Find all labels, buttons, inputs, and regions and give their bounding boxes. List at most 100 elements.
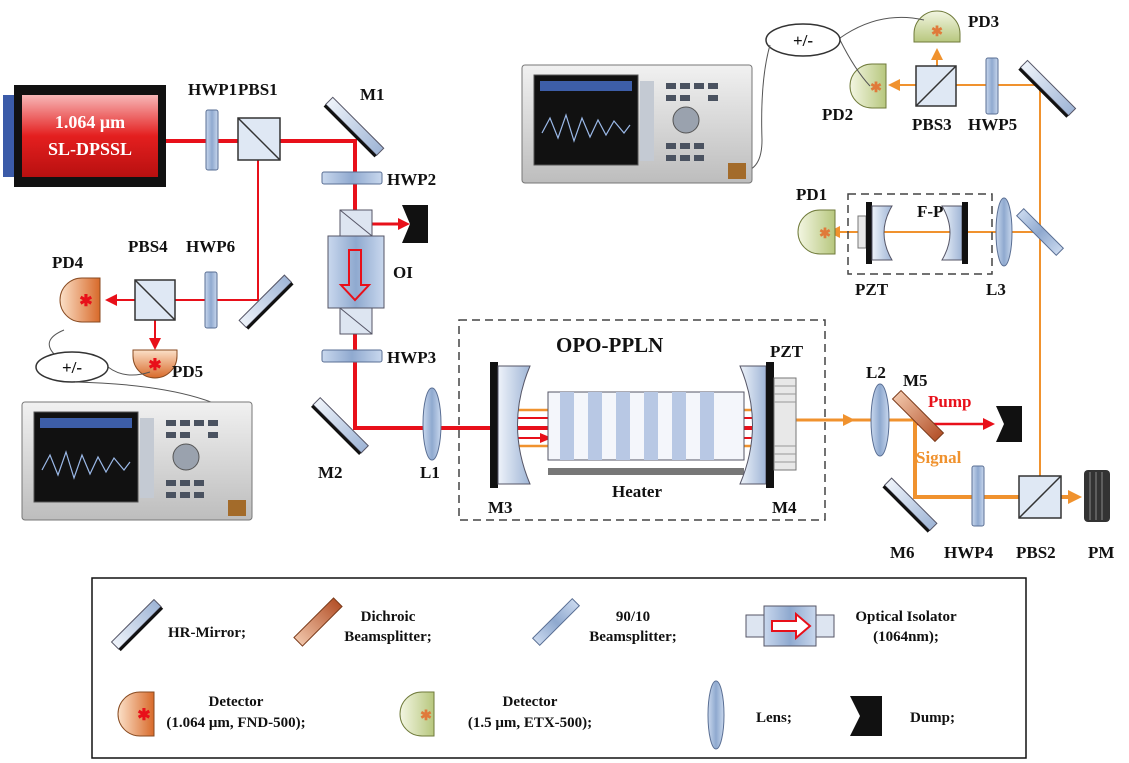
- svg-text:✱: ✱: [931, 25, 943, 40]
- m5-label: M5: [903, 371, 928, 390]
- pd3-label: PD3: [968, 12, 999, 31]
- legend-dump-label: Dump;: [910, 710, 955, 726]
- l1-lens: [422, 387, 442, 461]
- svg-text:✱: ✱: [870, 81, 882, 96]
- legend-hr-mirror-label: HR-Mirror;: [168, 625, 246, 641]
- laser-wavelength-label: 1.064 μm: [55, 112, 125, 132]
- legend-oi-label-1: Optical Isolator: [855, 609, 957, 625]
- pbs3-cube: [915, 65, 957, 107]
- legend-detector-green-icon: ✱: [399, 691, 435, 737]
- hwp1-waveplate: [205, 109, 219, 171]
- svg-text:✱: ✱: [137, 707, 150, 724]
- hwp6-waveplate: [204, 271, 218, 329]
- subtractor-left: +/-: [35, 329, 246, 430]
- l3-lens: [995, 197, 1013, 267]
- m6-mirror: [882, 477, 938, 533]
- opo-enclosure: [458, 319, 826, 521]
- m3-cavity-mirror: [490, 362, 531, 488]
- legend-dichroic-icon: [293, 597, 343, 647]
- m2-mirror: [311, 397, 369, 455]
- legend-box: [91, 577, 1027, 759]
- m4-cavity-mirror: [739, 362, 797, 488]
- m6-label: M6: [890, 543, 915, 562]
- l2-lens: [870, 383, 890, 457]
- legend-oi-label-2: (1064nm);: [873, 629, 939, 645]
- analyzer-left: [21, 401, 253, 521]
- legend-bs-label-1: 90/10: [616, 609, 650, 625]
- hwp2-waveplate: [321, 171, 383, 185]
- legend-dichroic-label-1: Dichroic: [361, 609, 416, 625]
- bs-9010-lower: [1015, 207, 1065, 257]
- pd5-detector: ✱: [132, 349, 178, 379]
- hwp1-label: HWP1: [188, 80, 237, 99]
- dump-oi: [402, 205, 428, 243]
- legend-detector-green-label-2: (1.5 μm, ETX-500);: [468, 715, 592, 731]
- laser-type-label: SL-DPSSL: [48, 139, 132, 159]
- pbs2-label: PBS2: [1016, 543, 1056, 562]
- pbs4-cube: [134, 279, 176, 321]
- legend-dump-icon: [850, 696, 882, 736]
- m3-label: M3: [488, 498, 513, 517]
- m5-dichroic: [891, 389, 945, 443]
- ppln-crystal: [547, 391, 745, 461]
- heater-plate: [548, 468, 744, 475]
- legend-detector-orange-label-1: Detector: [209, 694, 264, 710]
- svg-text:✱: ✱: [148, 357, 161, 374]
- l1-label: L1: [420, 463, 440, 482]
- svg-text:✱: ✱: [79, 293, 92, 310]
- hwp3-label: HWP3: [387, 348, 436, 367]
- pd4-label: PD4: [52, 253, 84, 272]
- subtractor-right: +/-: [741, 16, 925, 173]
- legend-detector-orange-label-2: (1.064 μm, FND-500);: [166, 715, 305, 731]
- pd2-detector: ✱: [849, 63, 887, 109]
- m1-label: M1: [360, 85, 385, 104]
- legend-detector-green-label-1: Detector: [503, 694, 558, 710]
- pd1-label: PD1: [796, 185, 827, 204]
- dump-pump: [996, 406, 1022, 442]
- pd2-label: PD2: [822, 105, 853, 124]
- pbs4-label: PBS4: [128, 237, 168, 256]
- hwp5-waveplate: [985, 57, 999, 115]
- pbs2-cube: [1018, 475, 1062, 519]
- hwp3-waveplate: [321, 349, 383, 363]
- fp-label: F-P: [917, 202, 943, 221]
- pbs3-label: PBS3: [912, 115, 952, 134]
- pbs1-cube: [237, 117, 281, 161]
- l2-label: L2: [866, 363, 886, 382]
- oi-label: OI: [393, 263, 413, 282]
- hwp4-label: HWP4: [944, 543, 994, 562]
- m4-label: M4: [772, 498, 797, 517]
- l3-label: L3: [986, 280, 1006, 299]
- hwp5-label: HWP5: [968, 115, 1017, 134]
- pzt-opo-label: PZT: [770, 342, 804, 361]
- hwp2-label: HWP2: [387, 170, 436, 189]
- m2-label: M2: [318, 463, 343, 482]
- subtractor-right-label: +/-: [793, 31, 813, 50]
- pd4-detector: ✱: [59, 277, 101, 323]
- legend-oi-icon: [745, 605, 835, 647]
- legend-lens-icon: [707, 680, 725, 750]
- pm-label: PM: [1088, 543, 1114, 562]
- legend-hr-mirror-icon: [110, 598, 164, 652]
- heater-label: Heater: [612, 482, 662, 501]
- pump-label: Pump: [928, 392, 971, 411]
- pd3-detector: ✱: [913, 10, 961, 43]
- pzt-fp-label: PZT: [855, 280, 889, 299]
- svg-text:✱: ✱: [819, 227, 831, 242]
- fp-enclosure: [847, 193, 993, 275]
- legend-bs-icon: [531, 597, 581, 647]
- analyzer-right: [521, 64, 753, 184]
- fp-cavity: [857, 202, 968, 264]
- pbs4-mirror: [238, 274, 294, 330]
- pd5-label: PD5: [172, 362, 203, 381]
- bs-9010-upper: [1018, 59, 1077, 118]
- optical-isolator: [327, 209, 385, 335]
- svg-text:✱: ✱: [420, 709, 432, 724]
- power-meter: [1084, 470, 1110, 522]
- laser-source: 1.064 μm SL-DPSSL: [3, 85, 166, 187]
- opo-label: OPO-PPLN: [556, 333, 663, 357]
- hwp6-label: HWP6: [186, 237, 235, 256]
- hwp4-waveplate: [971, 465, 985, 527]
- subtractor-left-label: +/-: [62, 358, 82, 377]
